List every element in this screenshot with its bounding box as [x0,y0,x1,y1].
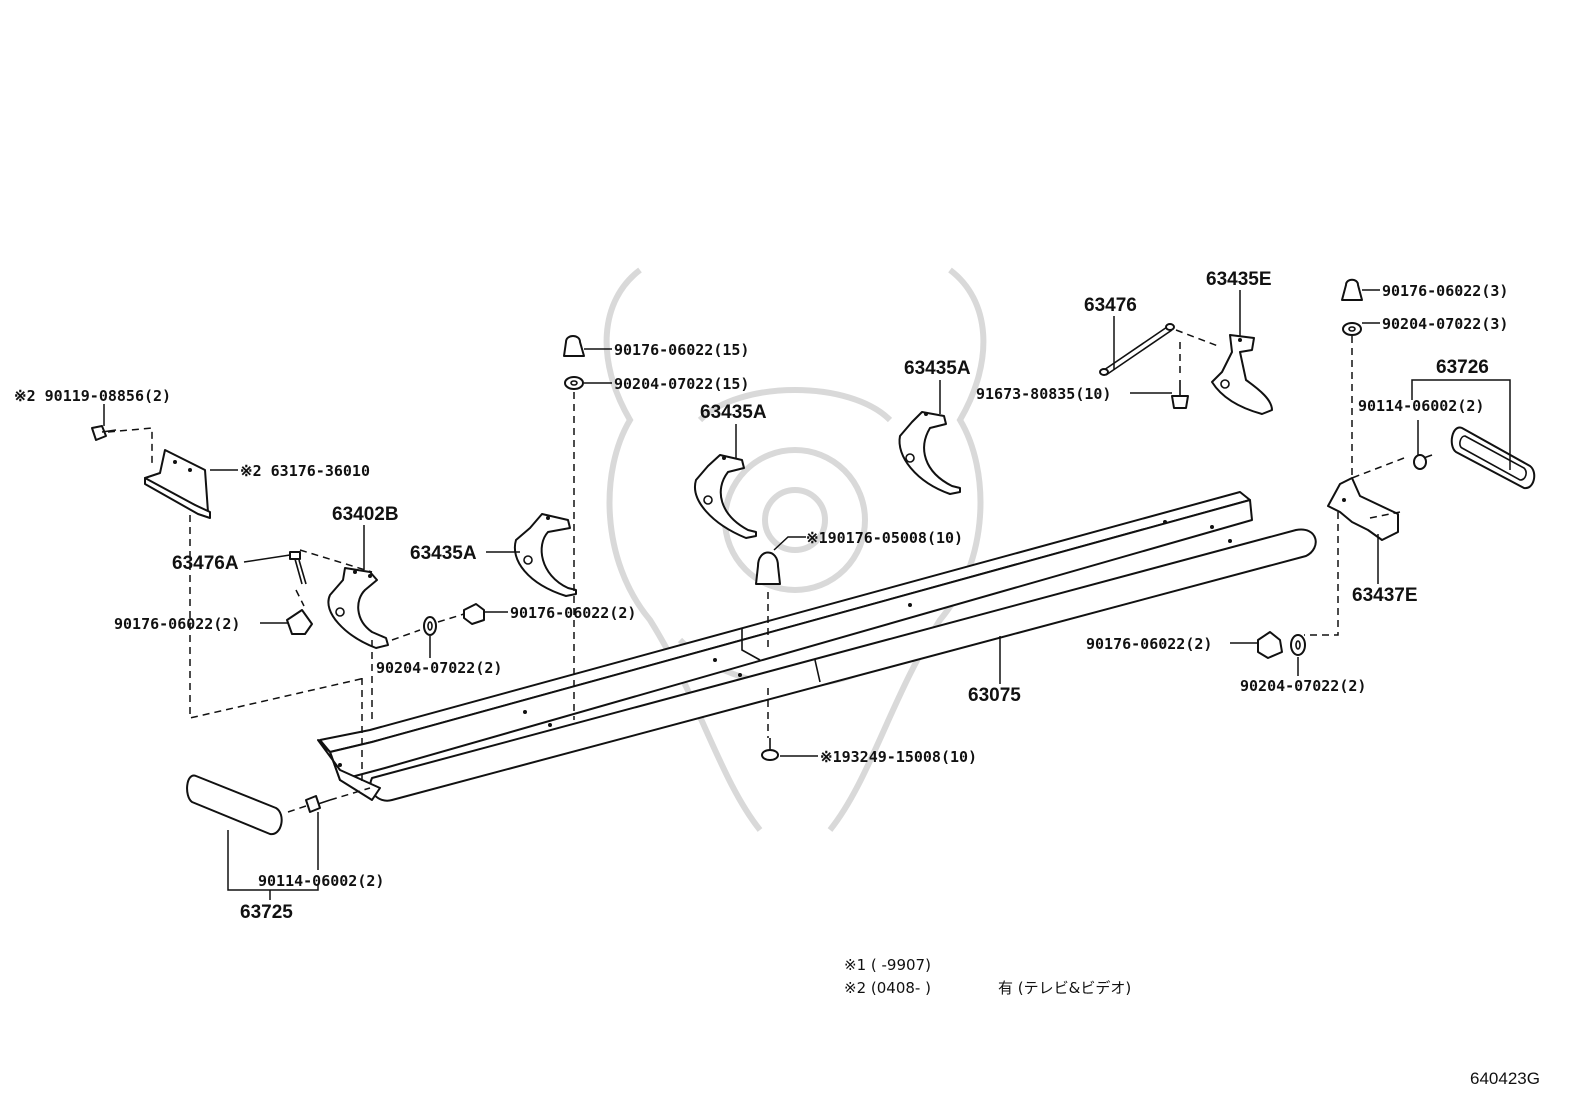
bolt-90119-icon [91,425,117,441]
washer-90204-left-icon [423,616,437,636]
footnote-2-detail: 有 (テレビ&ビデオ) [998,979,1131,997]
label-90114-06002-left: 90114-06002(2) [258,872,384,890]
screw-90114-right-icon [1413,454,1433,470]
label-63435A-3: 63435A [904,358,971,379]
nut-90176-3-icon [1341,278,1363,301]
footnotes: ※1 ( -9907) ※2 (0408- ) 有 (テレビ&ビデオ) [844,956,1131,997]
label-90204-07022-15: 90204-07022(15) [614,375,749,393]
label-90176-06022-15: 90176-06022(15) [614,341,749,359]
footnote-2: ※2 (0408- ) [844,979,931,997]
rod-63476 [1099,323,1175,376]
label-63435A-1: 63435A [410,543,477,564]
label-63435E: 63435E [1206,269,1272,290]
bracket-63176 [144,449,211,519]
label-63402B: 63402B [332,504,399,525]
label-90204-left: 90204-07022(2) [376,659,502,677]
bracket-63435A-3 [898,411,961,495]
nut-90176-mid-icon [463,603,485,625]
label-90119-08856: ※2 90119-08856(2) [14,387,171,405]
label-63435A-2: 63435A [700,402,767,423]
bracket-63435A-2 [694,454,757,539]
bracket-63435E [1211,334,1273,415]
catalog-code: 640423G [1470,1069,1540,1088]
label-90114-06002-right: 90114-06002(2) [1358,397,1484,415]
label-63476: 63476 [1084,295,1137,316]
label-190176-05008: ※190176-05008(10) [806,529,963,547]
label-63437E: 63437E [1352,585,1418,606]
screw-90114-left-icon [305,795,331,813]
bolt-91673-icon [1171,380,1189,409]
screw-193249-icon [761,738,779,761]
nut-90176-right-icon [1257,631,1283,659]
step-rail-63075 [317,491,1317,802]
washer-90204-right-icon [1290,634,1306,656]
label-63075: 63075 [968,685,1021,706]
reflector-63725 [186,774,283,836]
nut-90176-15-icon [563,335,585,357]
assembly-lines [107,329,1405,813]
label-63476A: 63476A [172,553,239,574]
leader-lines [103,289,1511,900]
label-90176-right: 90176-06022(2) [1086,635,1212,653]
reflector-63726 [1450,426,1536,490]
part-labels: ※2 90119-08856(2) ※2 63176-36010 63476A … [14,269,1508,923]
label-63726: 63726 [1436,357,1489,378]
washer-90204-3-icon [1342,322,1362,336]
label-91673-80835: 91673-80835(10) [976,385,1111,403]
bracket-63402B [327,567,389,649]
label-193249-15008: ※193249-15008(10) [820,748,977,766]
washer-90204-15-icon [564,376,584,390]
label-63725: 63725 [240,902,293,923]
footnote-1: ※1 ( -9907) [844,956,931,974]
clip-190176-icon [755,551,781,585]
label-90176-left: 90176-06022(2) [114,615,240,633]
nut-90176-left-icon [286,609,313,635]
bolt-63476A-icon [289,551,307,585]
label-90176-06022-3: 90176-06022(3) [1382,282,1508,300]
label-90204-07022-3: 90204-07022(3) [1382,315,1508,333]
label-63176-36010: ※2 63176-36010 [240,462,370,480]
label-90204-right: 90204-07022(2) [1240,677,1366,695]
label-90176-mid: 90176-06022(2) [510,604,636,622]
bracket-63435A-1 [513,513,577,597]
bracket-63437E [1327,477,1399,541]
